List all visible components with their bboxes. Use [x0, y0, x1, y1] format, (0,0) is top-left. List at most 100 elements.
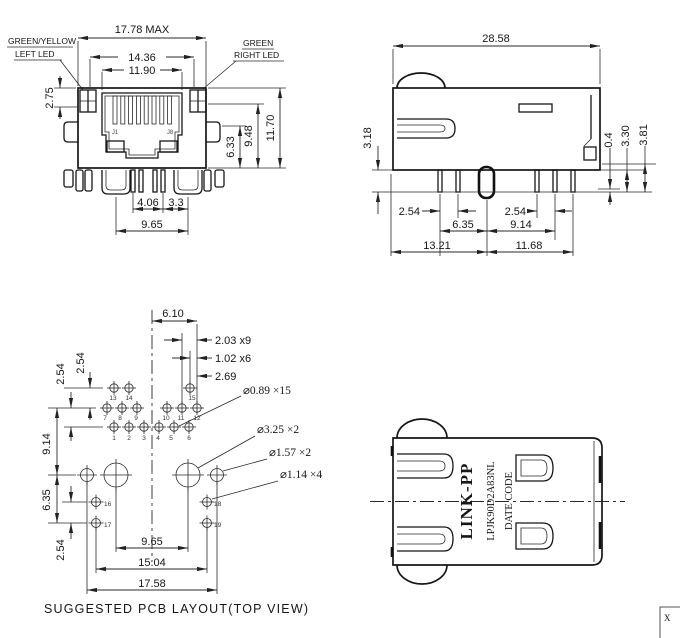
callout-post-holes: ⌀3.25 ×2 — [257, 424, 299, 436]
dim-pin-pitch-front: 2.54 — [399, 206, 420, 218]
dim-front-total: 13.21 — [423, 240, 451, 252]
dim-pin-pitch-rear: 2.54 — [505, 206, 526, 218]
led-window-right — [189, 89, 207, 113]
svg-text:10: 10 — [162, 415, 170, 422]
callout-mount-holes: ⌀1.57 ×2 — [269, 447, 311, 459]
led-window-left — [79, 89, 97, 113]
rear-latch-upper — [515, 454, 554, 482]
shield-hole — [583, 146, 597, 161]
dim-rear-span: 9.14 — [510, 219, 531, 231]
svg-text:15: 15 — [188, 395, 196, 402]
dim-led-span: 15.04 — [138, 557, 166, 569]
svg-text:13: 13 — [109, 395, 117, 402]
latch-lower-outer — [397, 526, 454, 552]
bottom-legs — [63, 169, 225, 195]
dim-col-span-c: 2.54 — [55, 539, 67, 560]
dim-overall-width: 17.78 MAX — [115, 24, 170, 36]
svg-text:7: 7 — [103, 415, 107, 422]
shield-slot — [518, 103, 553, 113]
dim-rear-h1: 3.30 — [620, 125, 632, 146]
led-dome-profile — [396, 72, 446, 89]
post-holes — [100, 459, 204, 491]
latch-lower-inner — [397, 533, 446, 545]
part-number-text: LPJK90D2A83NL — [486, 461, 497, 540]
led-left-label-line2: LEFT LED — [15, 49, 55, 59]
dim-mount-span: 17.58 — [138, 578, 166, 590]
dim-rear-total: 11.68 — [516, 240, 543, 252]
dim-tab-height: 6.33 — [225, 136, 237, 157]
led-right-label-line2: RIGHT LED — [234, 50, 279, 60]
front-view: 17.78 MAX 14.36 11.90 GREEN/YELLOW LEFT … — [7, 24, 286, 235]
svg-text:3: 3 — [142, 435, 146, 442]
svg-text:5: 5 — [169, 435, 173, 442]
title-block-label: X — [664, 613, 671, 623]
callout-led-holes: ⌀1.14 ×4 — [280, 469, 322, 481]
side-view: 28.58 3.18 0.4 3.30 — [362, 33, 656, 256]
dim-post-span-front: 9.65 — [141, 219, 162, 231]
pcb-layout-view: 6.10 2.03 x9 1.02 x6 2.69 ⌀0.89 ×15 ⌀3.2… — [41, 308, 322, 616]
dim-total-height: 11.70 — [265, 115, 277, 142]
latch-spring-inner — [397, 124, 446, 133]
led-left-leader-line — [59, 59, 84, 91]
dim-pin-span-b: 3.3 — [168, 197, 183, 209]
svg-text:2: 2 — [127, 435, 131, 442]
dim-pitch-a: 2.03 x9 — [215, 335, 251, 347]
dim-overall-length: 28.58 — [482, 33, 510, 45]
date-code-text: DATE CODE — [504, 472, 515, 530]
svg-text:12: 12 — [193, 415, 201, 422]
top-body — [392, 437, 603, 566]
dim-rear-gap: 0.4 — [603, 132, 615, 147]
dim-col-span-b: 6.35 — [41, 489, 53, 510]
dim-led-height: 2.75 — [44, 87, 56, 108]
svg-text:1: 1 — [112, 435, 116, 442]
svg-text:17: 17 — [104, 522, 112, 529]
brand-text: LINK-PP — [457, 463, 476, 540]
svg-text:14: 14 — [125, 395, 133, 402]
led-right-leader-line — [202, 60, 237, 90]
rear-latch-lower — [515, 522, 554, 550]
dim-edge-offset: 2.69 — [215, 371, 236, 383]
dim-standoff: 3.18 — [362, 127, 374, 148]
latch-upper-inner — [397, 460, 446, 472]
title-block-corner: X — [659, 606, 680, 638]
dim-front-span: 6.35 — [452, 219, 473, 231]
svg-text:11: 11 — [178, 415, 185, 422]
dim-pin-span-a: 4.06 — [137, 197, 158, 209]
jack-opening-inner — [104, 95, 180, 156]
latch-upper-outer — [397, 453, 454, 479]
side-tab-right — [206, 121, 221, 143]
led-right-label-line1: GREEN — [243, 38, 273, 48]
svg-text:4: 4 — [156, 435, 160, 442]
dim-row-pitch-a: 2.54 — [75, 352, 87, 373]
svg-text:16: 16 — [104, 501, 112, 508]
pin-label-j8: J8 — [167, 130, 174, 136]
svg-text:8: 8 — [118, 415, 122, 422]
signal-holes — [100, 381, 204, 434]
svg-text:9: 9 — [134, 415, 138, 422]
dim-pitch-b: 1.02 x6 — [215, 353, 251, 365]
led-dome-bottom — [396, 564, 448, 585]
dim-col-span-a: 9.14 — [41, 433, 53, 454]
svg-text:18: 18 — [214, 501, 222, 508]
dim-post-span: 9.65 — [141, 536, 162, 548]
locating-post — [477, 165, 496, 200]
pcb-caption: SUGGESTED PCB LAYOUT(TOP VIEW) — [44, 602, 309, 616]
shield-body — [77, 87, 207, 169]
mount-holes — [77, 465, 227, 485]
side-body — [392, 87, 601, 171]
plug-guide-left — [106, 140, 125, 153]
side-tab-left — [63, 121, 78, 143]
side-pins — [437, 165, 576, 200]
svg-text:6: 6 — [187, 435, 191, 442]
hole-numbers: 1 2 3 4 5 6 7 8 9 10 11 12 13 14 15 16 1… — [103, 395, 221, 529]
top-view: LINK-PP LPJK90D2A83NL DATE CODE — [370, 418, 625, 585]
callout-signal-holes: ⌀0.89 ×15 — [243, 385, 291, 397]
pin-label-j1: J1 — [112, 130, 119, 136]
dim-opening-width: 11.90 — [129, 65, 156, 77]
dim-mid-height: 9.48 — [243, 125, 255, 146]
plug-guide-right — [159, 140, 178, 153]
led-dome-top — [396, 418, 448, 439]
contact-pins — [112, 95, 173, 125]
dim-rear-h2: 3.81 — [638, 124, 650, 145]
